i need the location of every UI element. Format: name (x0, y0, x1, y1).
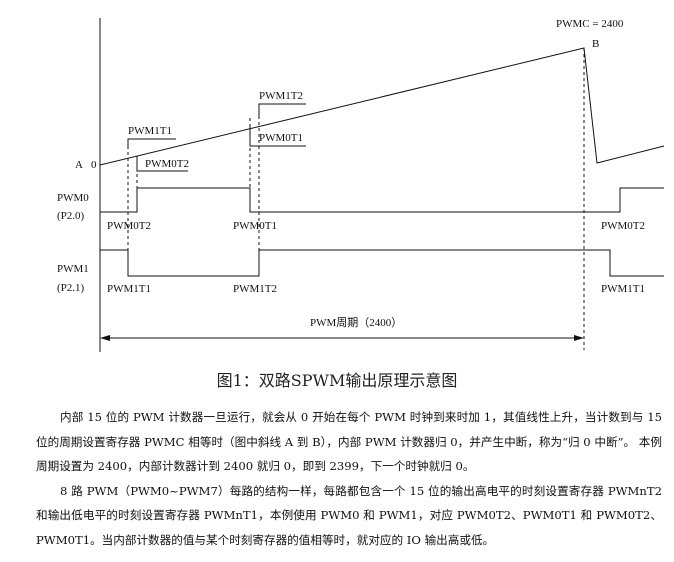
paragraph-1: 内部 15 位的 PWM 计数器一旦运行，就会从 0 开始在每个 PWM 时钟到… (36, 410, 662, 473)
ramp-label-pwm0t1: PWM0T1 (259, 132, 303, 144)
pwm1-waveform (100, 249, 664, 277)
pwm0t1-leader (249, 126, 306, 147)
pwm0-mark-3: PWM0T2 (601, 220, 645, 232)
paragraph-2: 8 路 PWM（PWM0~PWM7）每路的结构一样，每路都包含一个 15 位的输… (36, 483, 662, 547)
pwm1-pin: (P2.1) (57, 282, 85, 294)
period-label: PWM周期（2400） (310, 316, 402, 329)
pwm0-name: PWM0 (57, 192, 89, 204)
ramp-label-pwm0t2: PWM0T2 (145, 158, 189, 170)
ramp-label-pwm1t2: PWM1T2 (259, 90, 303, 102)
pwm0-waveform (100, 187, 664, 213)
pwm0-mark-2: PWM0T1 (233, 220, 277, 232)
ramp-label-pwm1t1: PWM1T1 (128, 125, 172, 137)
body-text: 内部 15 位的 PWM 计数器一旦运行，就会从 0 开始在每个 PWM 时钟到… (36, 405, 662, 552)
pwm1-name: PWM1 (57, 263, 89, 275)
point-b-label: B (592, 38, 599, 50)
pwm0t2-leader (136, 156, 188, 172)
point-a-label: A (75, 159, 83, 171)
pwmc-label: PWMC = 2400 (556, 18, 624, 30)
pwm-timing-diagram: PWMC = 2400 B A 0 PWM1T1 PWM0T2 PWM1T2 P… (57, 18, 665, 352)
period-arrow-right (574, 335, 584, 341)
zero-label: 0 (91, 159, 97, 171)
period-arrow-left (100, 335, 110, 341)
pwm0-pin: (P2.0) (57, 210, 85, 222)
pwm1-mark-3: PWM1T1 (601, 283, 645, 295)
pwm1-mark-1: PWM1T1 (107, 283, 151, 295)
pwm1-mark-2: PWM1T2 (233, 283, 277, 295)
counter-ramp (99, 47, 665, 166)
pwm1t1-leader (127, 138, 176, 146)
pwm0-mark-1: PWM0T2 (107, 220, 151, 232)
figure-caption: 图1：双路SPWM输出原理示意图 (216, 371, 458, 390)
pwm1t2-leader (258, 103, 306, 118)
